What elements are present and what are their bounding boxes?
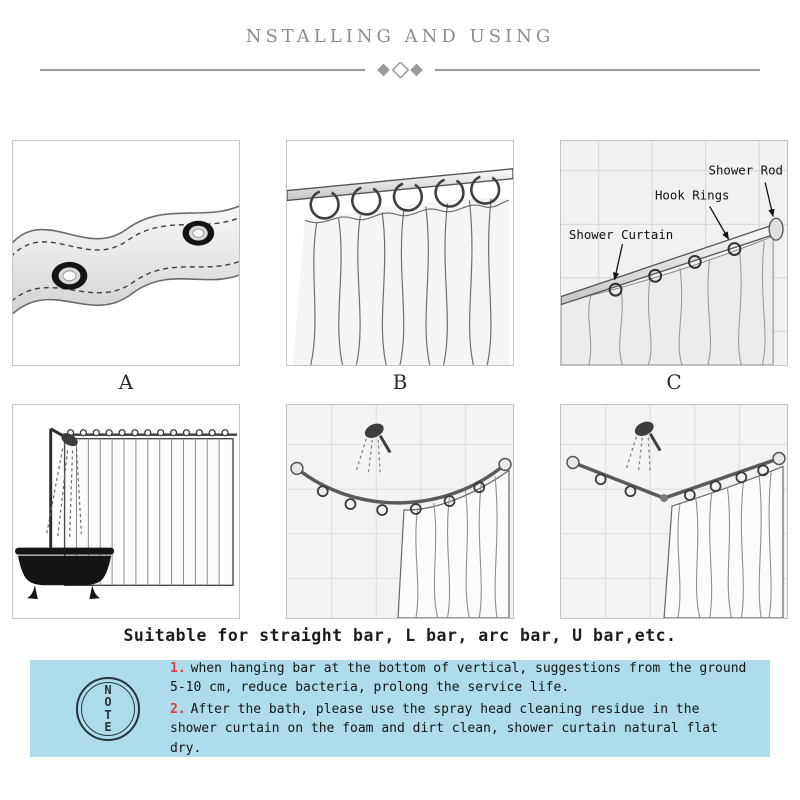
wall-mount bbox=[772, 451, 786, 466]
panel-a-grommet-diagram bbox=[12, 140, 240, 366]
note-item-2: 2.After the bath, please use the spray h… bbox=[170, 700, 754, 759]
annotation-arrows bbox=[612, 182, 775, 281]
stamp-letter-o: O bbox=[104, 695, 112, 709]
note-item-1: 1.when hanging bar at the bottom of vert… bbox=[170, 659, 754, 698]
note-text: 1.when hanging bar at the bottom of vert… bbox=[170, 657, 754, 761]
panel-b-hooks-diagram bbox=[286, 140, 514, 366]
panel-corner-bar-diagram bbox=[560, 404, 788, 619]
shower-head bbox=[46, 427, 83, 552]
bathtub bbox=[15, 547, 115, 600]
shower-head bbox=[355, 423, 392, 475]
panel-c-labeled-installation-diagram: Shower Rod Hook Rings Shower Curtain bbox=[560, 140, 788, 366]
hook-rings bbox=[608, 242, 742, 297]
stamp-letter-e: E bbox=[104, 720, 112, 734]
shower-rod-label: Shower Rod bbox=[709, 164, 784, 178]
diagram-row-1: Shower Rod Hook Rings Shower Curtain bbox=[12, 140, 788, 366]
hook-rings-label: Hook Rings bbox=[655, 188, 730, 202]
curtain-folds bbox=[588, 241, 766, 365]
hook-rings bbox=[309, 175, 501, 220]
curtain-folds bbox=[415, 476, 498, 618]
panel-arc-bar-diagram bbox=[286, 404, 514, 619]
diagram-row-2 bbox=[12, 404, 788, 619]
decorative-divider bbox=[40, 62, 760, 78]
grommet bbox=[51, 261, 88, 290]
note-item-1-number: 1. bbox=[170, 660, 186, 676]
note-item-1-text: when hanging bar at the bottom of vertic… bbox=[170, 660, 747, 696]
stamp-letter-n: N bbox=[104, 682, 112, 697]
curtain bbox=[292, 197, 510, 365]
straight-bar-illustration bbox=[15, 427, 237, 600]
rings bbox=[594, 464, 770, 501]
wall-mount bbox=[498, 457, 512, 472]
curtain-band bbox=[13, 205, 239, 315]
installation-illustration: Shower Rod Hook Rings Shower Curtain bbox=[561, 141, 787, 365]
shower-curtain-label: Shower Curtain bbox=[569, 228, 673, 242]
grommet-illustration bbox=[13, 205, 239, 315]
suitability-caption: Suitable for straight bar, L bar, arc ba… bbox=[123, 626, 677, 645]
curtain-folds bbox=[304, 198, 510, 365]
header: NSTALLING AND USING bbox=[0, 26, 800, 47]
rings bbox=[316, 481, 486, 516]
corner-joint bbox=[660, 494, 669, 503]
hook-rings-illustration bbox=[287, 168, 513, 365]
note-box: N O T E 1.when hanging bar at the bottom… bbox=[30, 660, 770, 757]
arc-rod bbox=[295, 463, 507, 505]
rod-flange bbox=[768, 217, 784, 241]
panel-label-b: B bbox=[392, 370, 408, 394]
panel-straight-bar-diagram bbox=[12, 404, 240, 619]
curtain-stripes bbox=[75, 438, 220, 586]
panel-label-c: C bbox=[666, 370, 682, 394]
corner-bar-illustration bbox=[561, 405, 787, 618]
panel-letters-row: A B C bbox=[12, 370, 788, 394]
arc-bar-illustration bbox=[287, 405, 513, 618]
panel-label-a: A bbox=[118, 370, 134, 394]
shower-head bbox=[625, 421, 662, 473]
note-stamp-letters: N O T E bbox=[104, 682, 112, 734]
wall-mount bbox=[566, 455, 580, 470]
page-title: NSTALLING AND USING bbox=[245, 26, 555, 47]
note-item-2-text: After the bath, please use the spray hea… bbox=[170, 701, 718, 756]
grommet bbox=[182, 220, 215, 246]
note-item-2-number: 2. bbox=[170, 701, 186, 717]
wall-mount bbox=[290, 461, 304, 476]
stamp-letter-t: T bbox=[104, 707, 112, 722]
note-stamp: N O T E bbox=[76, 676, 140, 741]
curtain-folds bbox=[677, 472, 772, 618]
